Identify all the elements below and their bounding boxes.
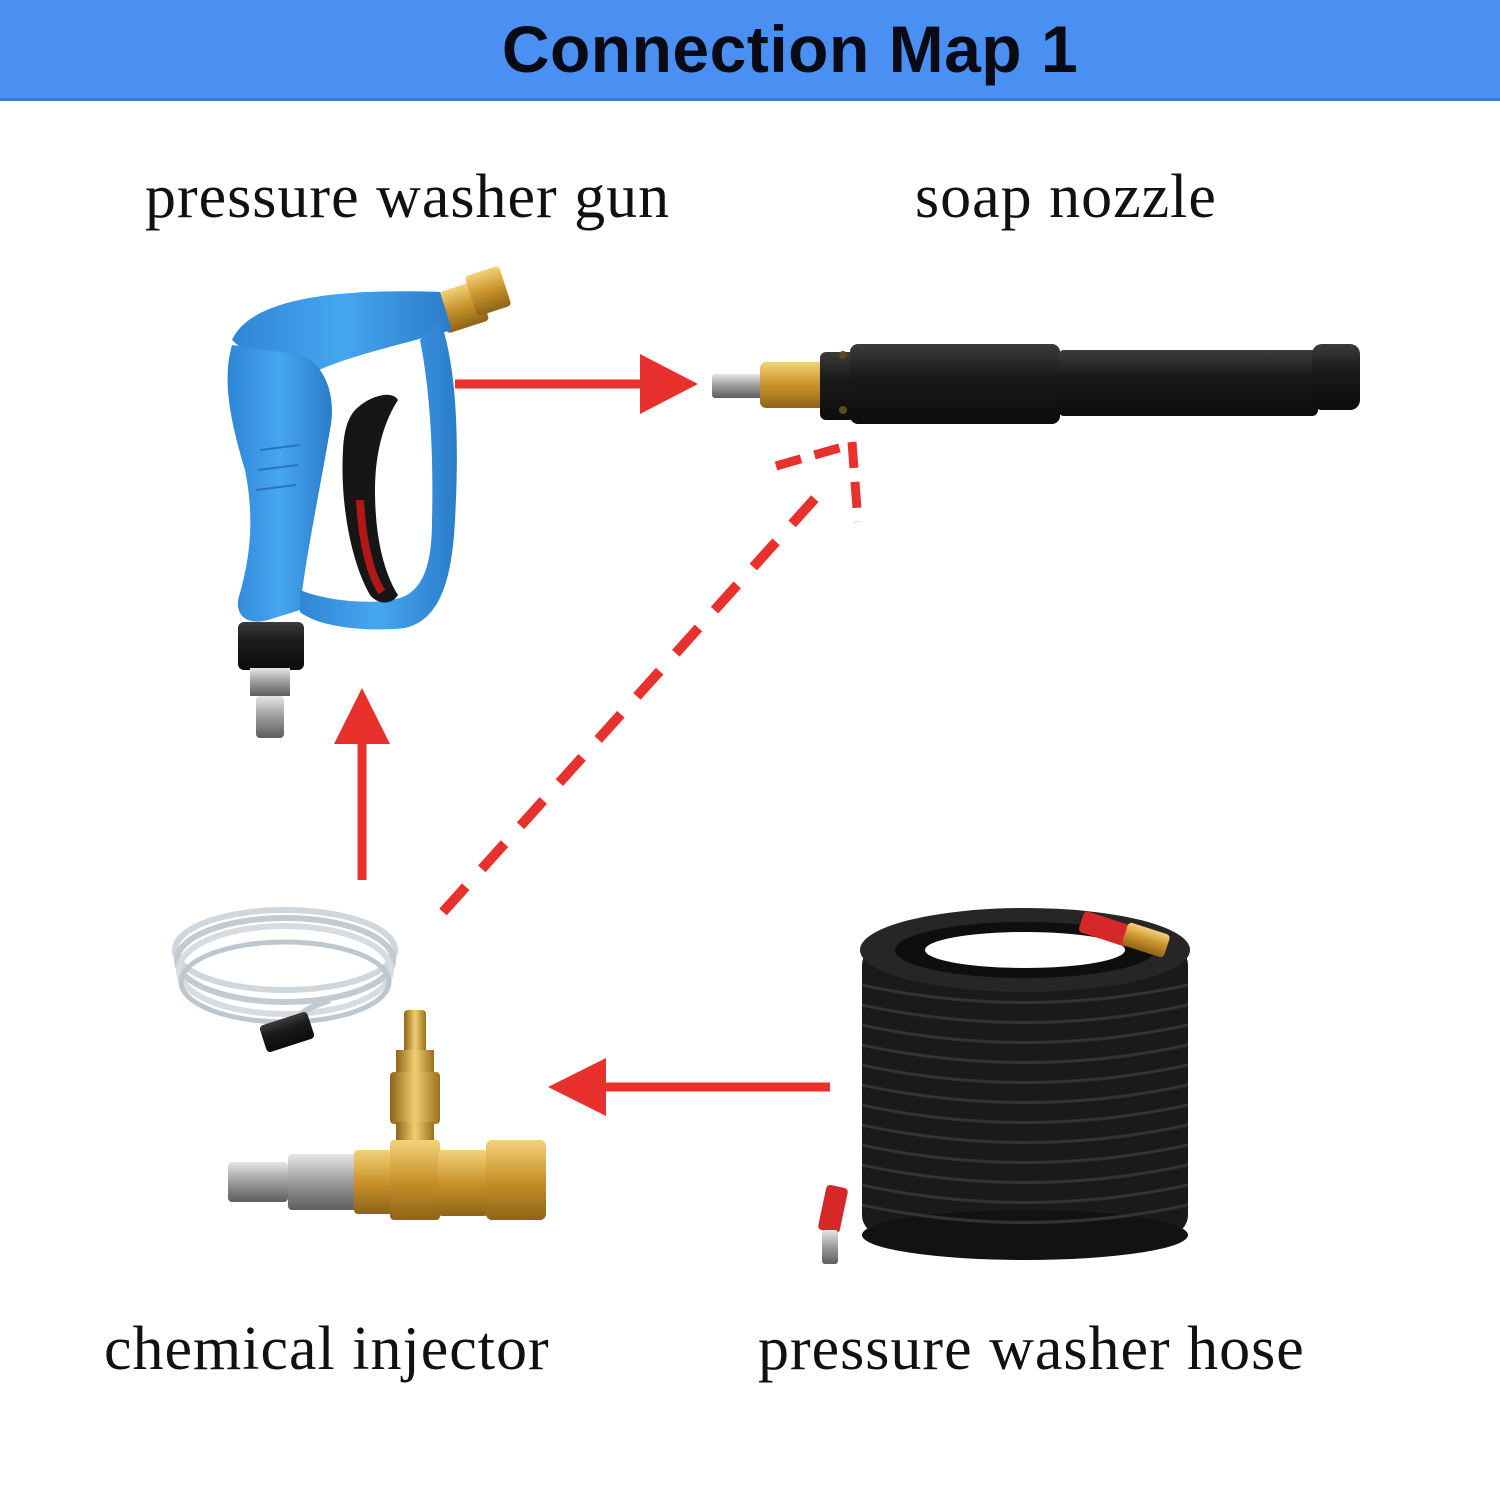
title-banner: Connection Map 1 (0, 0, 1500, 101)
label-pressure-washer-hose: pressure washer hose (758, 1315, 1305, 1383)
page-title: Connection Map 1 (501, 12, 1079, 86)
soap-nozzle-icon (712, 344, 1360, 424)
arrow-injector-to-nozzle-dashed (439, 441, 863, 916)
label-pressure-washer-gun: pressure washer gun (145, 163, 671, 231)
pressure-washer-gun-icon (227, 266, 511, 738)
arrow-gun-to-nozzle (455, 354, 698, 414)
label-soap-nozzle: soap nozzle (915, 163, 1217, 231)
pressure-washer-hose-icon (818, 908, 1190, 1264)
arrow-injector-to-gun (334, 688, 390, 880)
arrow-hose-to-injector (548, 1058, 830, 1116)
label-chemical-injector: chemical injector (104, 1315, 550, 1383)
chemical-injector-icon (172, 907, 546, 1220)
